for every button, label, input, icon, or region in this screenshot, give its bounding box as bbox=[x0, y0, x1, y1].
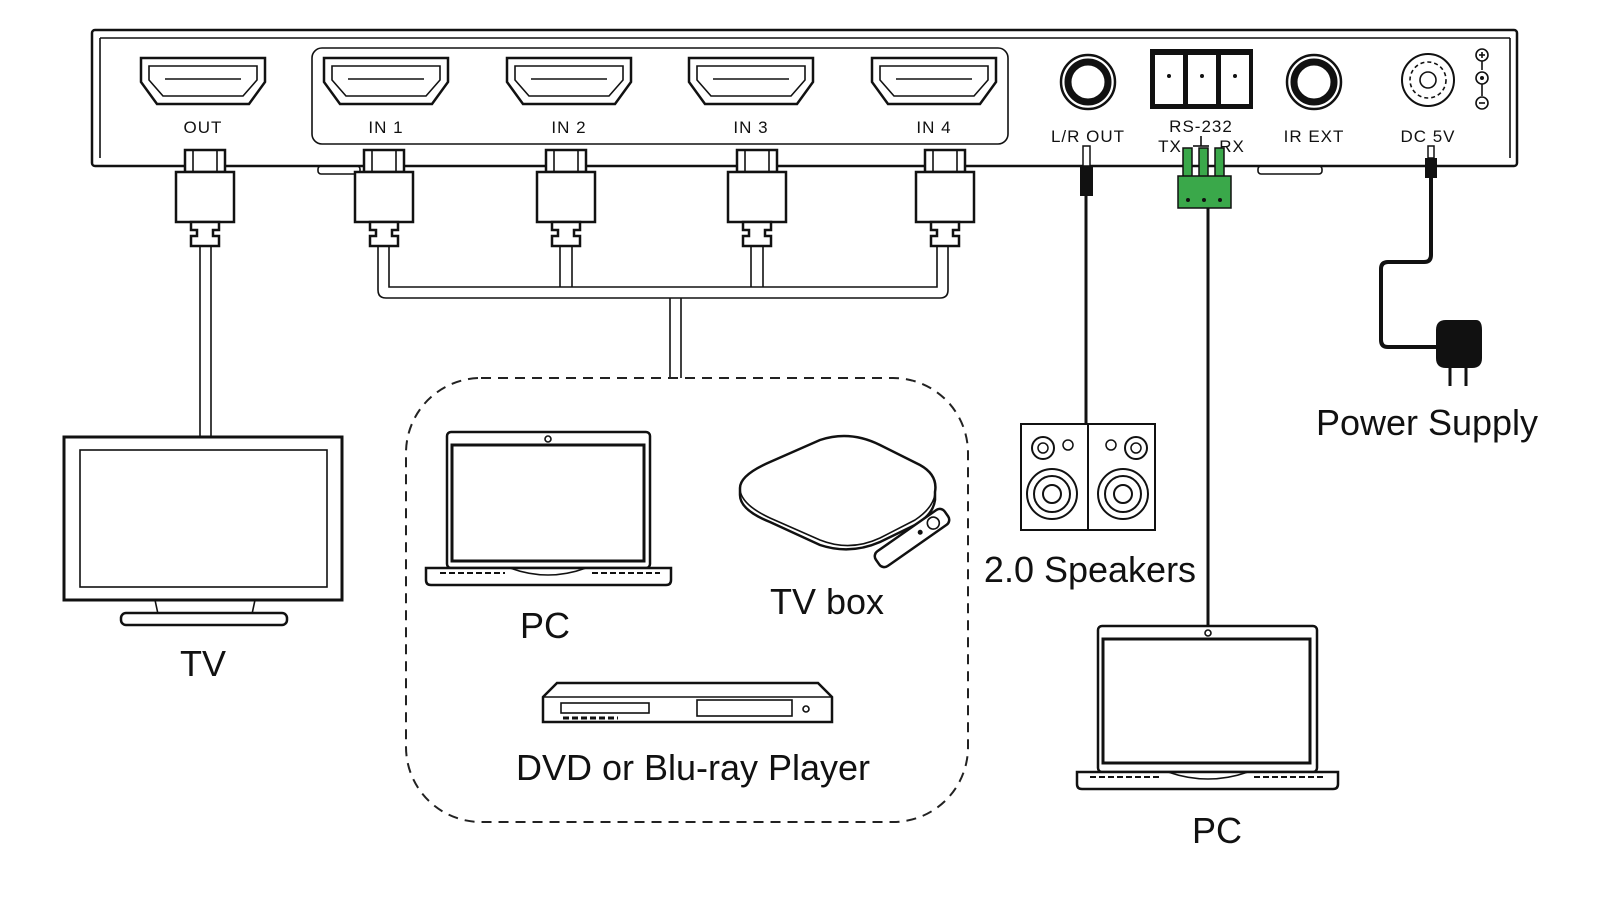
port-label-in2: IN 2 bbox=[551, 118, 586, 137]
hdmi-plug-in4 bbox=[914, 148, 976, 248]
speaker-icon bbox=[1020, 423, 1089, 531]
port-label-in4: IN 4 bbox=[916, 118, 951, 137]
source-devices-group bbox=[405, 377, 969, 823]
inputs-group-box bbox=[311, 47, 1009, 145]
hdmi-port-icon bbox=[139, 56, 267, 106]
hdmi-port-icon bbox=[505, 56, 633, 106]
dc-port-icon bbox=[1401, 48, 1489, 110]
tv-box-icon bbox=[738, 434, 937, 551]
rs232-plug-icon bbox=[1177, 147, 1232, 630]
device-label-speakers: 2.0 Speakers bbox=[984, 549, 1196, 590]
port-label-rx: RX bbox=[1219, 137, 1245, 156]
cable-input-bus bbox=[377, 246, 949, 378]
port-label-ir-ext: IR EXT bbox=[1284, 127, 1345, 146]
device-label-pc-source: PC bbox=[520, 605, 570, 646]
cable-audio bbox=[1080, 145, 1093, 430]
port-label-out: OUT bbox=[184, 118, 223, 137]
audio-jack-icon bbox=[1059, 53, 1117, 111]
hdmi-port-icon bbox=[322, 56, 450, 106]
rs232-terminal-icon bbox=[1150, 49, 1253, 109]
remote-icon bbox=[873, 507, 951, 569]
tv-icon bbox=[62, 435, 344, 627]
device-label-tv: TV bbox=[180, 643, 226, 684]
laptop-icon bbox=[424, 430, 673, 587]
laptop-icon bbox=[1075, 624, 1340, 791]
cable-power bbox=[1379, 145, 1437, 349]
port-label-in3: IN 3 bbox=[733, 118, 768, 137]
cable-out-to-tv bbox=[199, 246, 212, 438]
hdmi-plug-out bbox=[174, 148, 236, 248]
port-label-lr-out: L/R OUT bbox=[1051, 127, 1125, 146]
port-label-in1: IN 1 bbox=[368, 118, 403, 137]
hdmi-port-icon bbox=[687, 56, 815, 106]
hdmi-plug-in2 bbox=[535, 148, 597, 248]
hdmi-plug-in3 bbox=[726, 148, 788, 248]
speaker-icon bbox=[1087, 423, 1156, 531]
device-label-tv-box: TV box bbox=[770, 581, 884, 622]
dvd-player-icon bbox=[541, 681, 834, 724]
device-label-pc-control: PC bbox=[1192, 810, 1242, 851]
ir-port-icon bbox=[1285, 53, 1343, 111]
device-label-dvd: DVD or Blu-ray Player bbox=[516, 747, 870, 788]
power-adapter-icon bbox=[1436, 320, 1482, 386]
device-label-power-supply: Power Supply bbox=[1316, 402, 1538, 443]
ground-symbol-icon bbox=[1193, 136, 1209, 147]
hdmi-port-icon bbox=[870, 56, 998, 106]
port-label-tx: TX bbox=[1158, 137, 1182, 156]
hdmi-plug-in1 bbox=[353, 148, 415, 248]
port-label-rs232: RS-232 bbox=[1169, 117, 1233, 136]
port-label-dc5v: DC 5V bbox=[1400, 127, 1455, 146]
